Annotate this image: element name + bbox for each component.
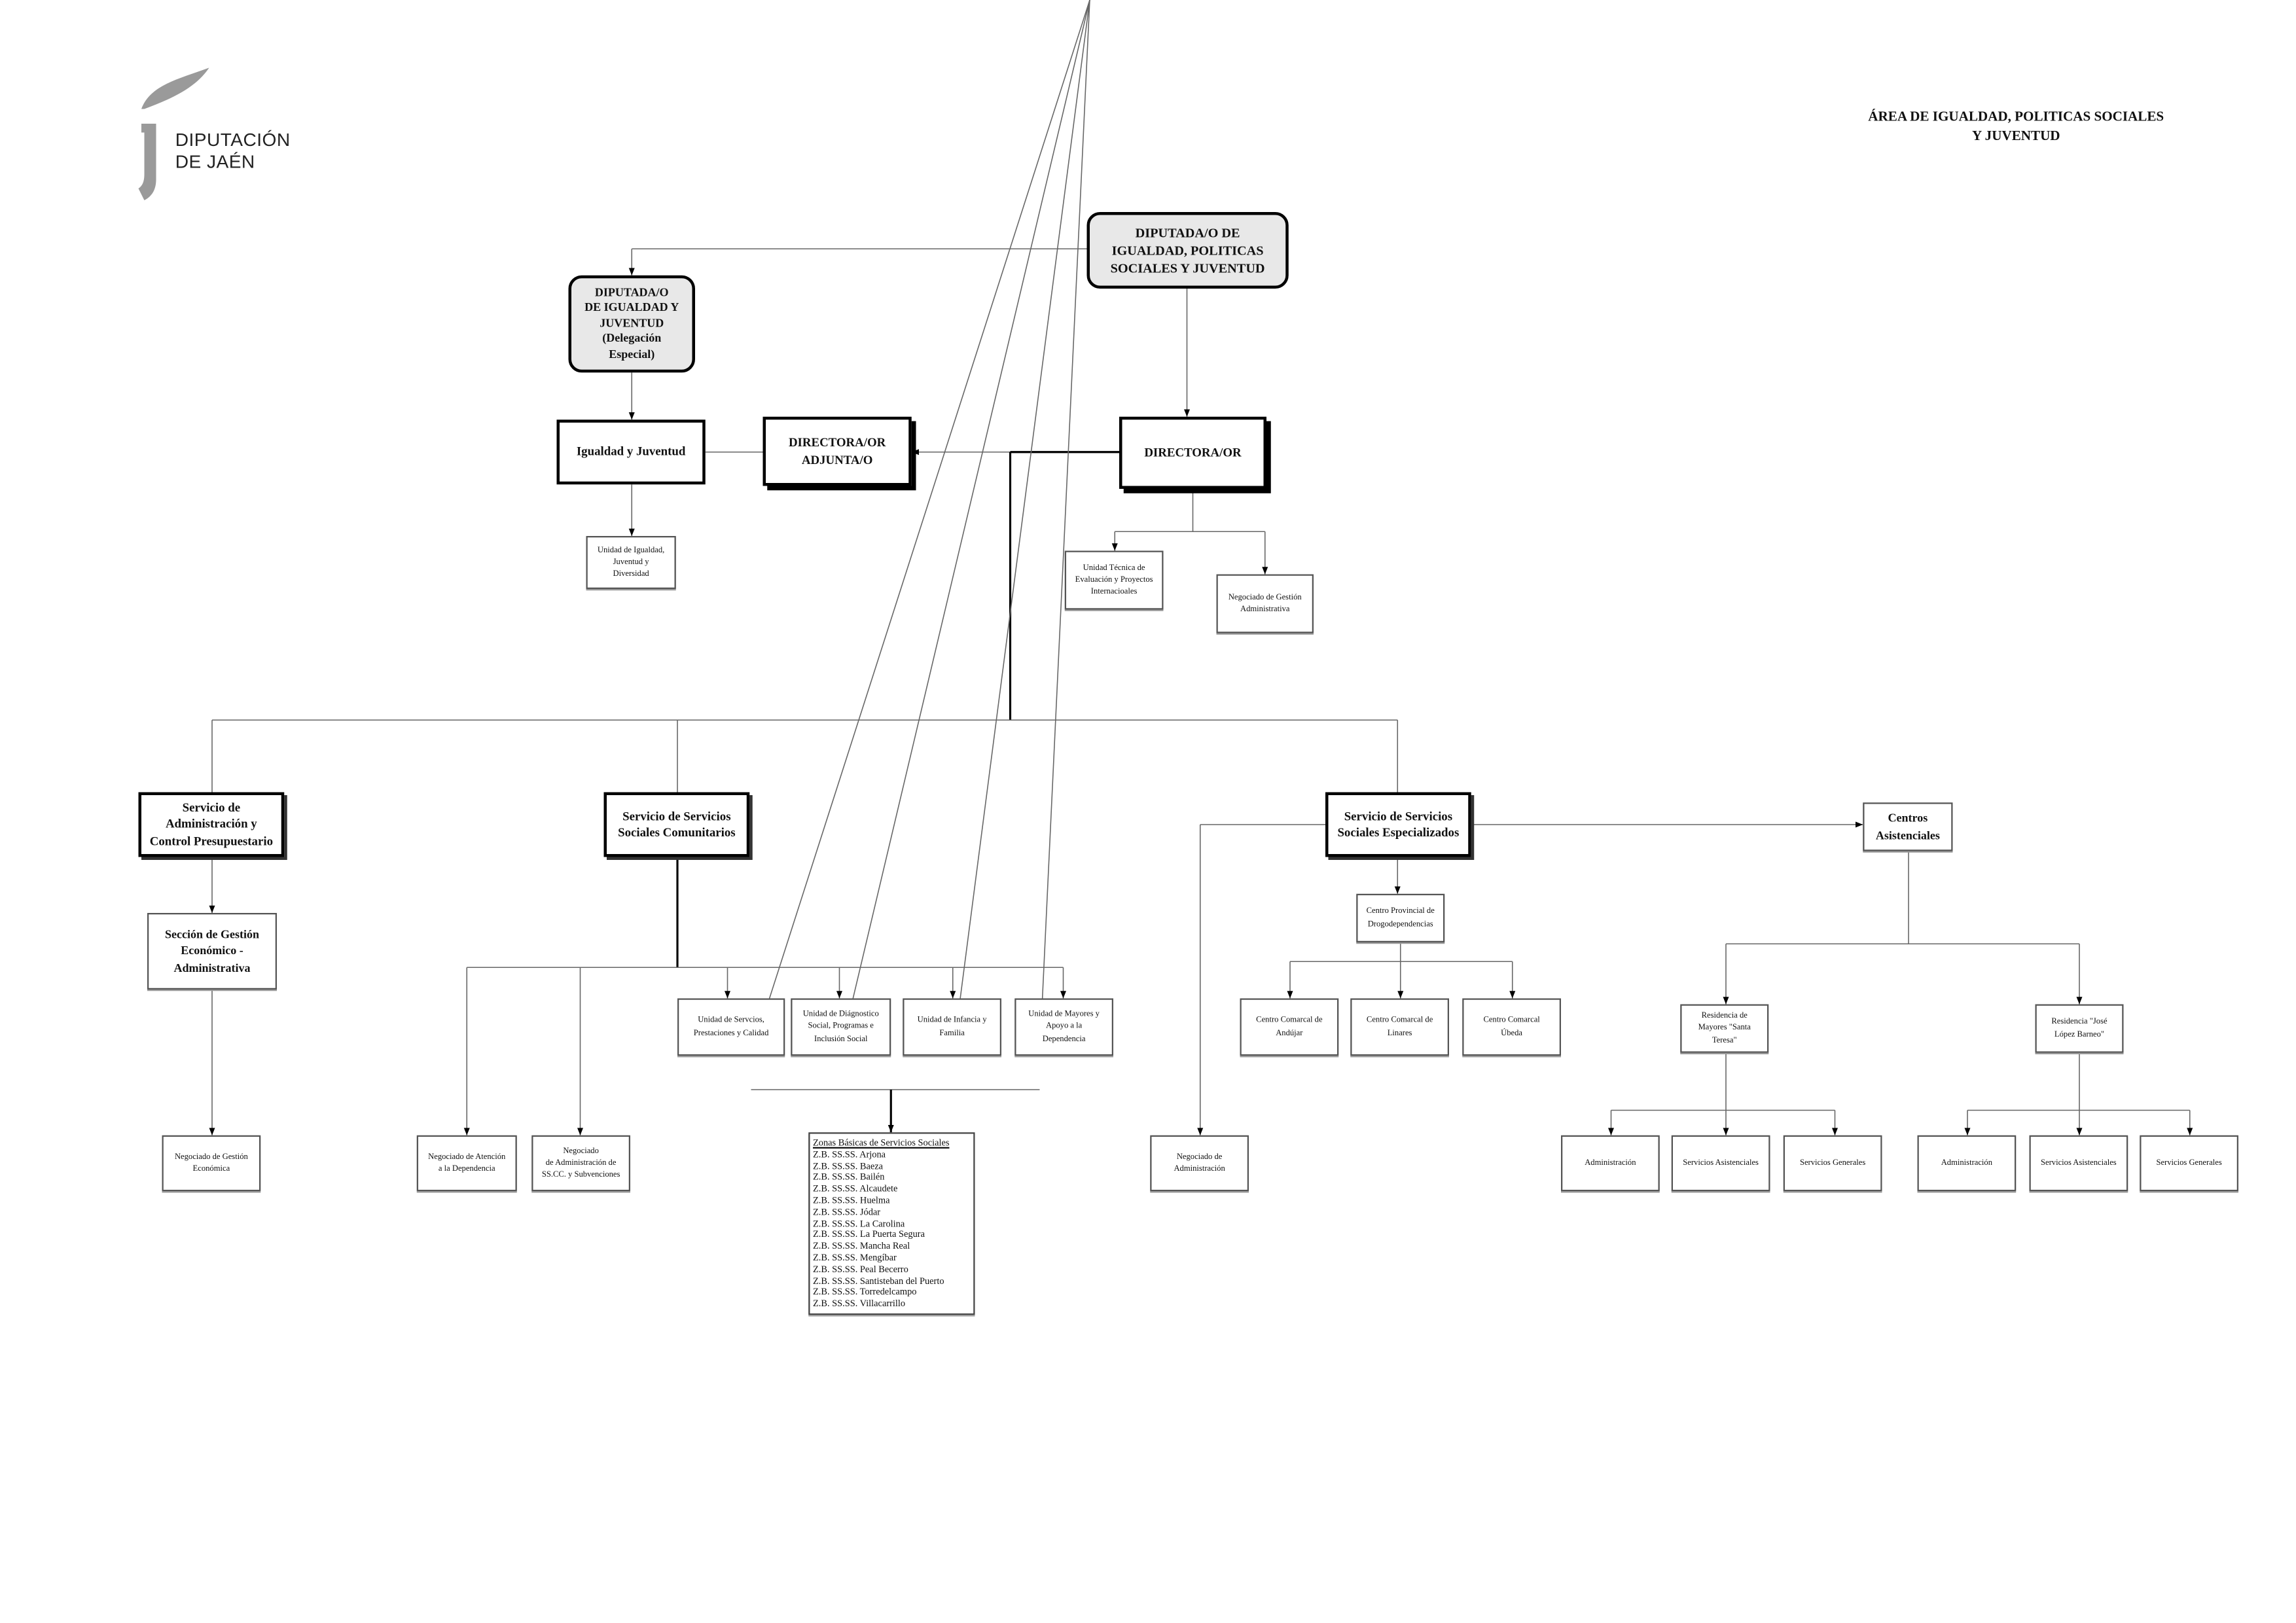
node-diputado-delegacion[interactable]: DIPUTADA/O DE IGUALDAD Y JUVENTUD (Deleg… xyxy=(568,275,695,373)
arrow-head-icon xyxy=(888,1125,894,1133)
node-st-asistenciales[interactable]: Servicios Asistenciales xyxy=(1671,1135,1770,1192)
arrow-head-icon xyxy=(628,528,635,536)
node-seccion-gestion[interactable]: Sección de Gestión Económico - Administr… xyxy=(147,913,277,990)
zona-item: Z.B. SS.SS. La Puerta Segura xyxy=(813,1230,925,1241)
arrow-head-icon xyxy=(1832,1128,1838,1135)
node-servicio-comunitarios[interactable]: Servicio de Servicios Sociales Comunitar… xyxy=(603,792,750,857)
arrow-head-icon xyxy=(1111,543,1118,551)
arrow-head-icon xyxy=(209,1128,215,1135)
logo-j-icon xyxy=(138,67,209,200)
node-directora-adjunta[interactable]: DIRECTORA/OR ADJUNTA/O xyxy=(762,416,912,486)
node-jl-generales[interactable]: Servicios Generales xyxy=(2140,1135,2238,1192)
arrow-head-icon xyxy=(1262,567,1268,575)
node-st-generales[interactable]: Servicios Generales xyxy=(1783,1135,1882,1192)
zona-item: Z.B. SS.SS. Mancha Real xyxy=(813,1241,910,1252)
node-negociado-atencion[interactable]: Negociado de Atención a la Dependencia xyxy=(416,1135,517,1192)
node-diputado-area[interactable]: DIPUTADA/O DE IGUALDAD, POLITICAS SOCIAL… xyxy=(1086,212,1289,289)
zona-item: Z.B. SS.SS. Baeza xyxy=(813,1161,884,1172)
arrow-head-icon xyxy=(1723,997,1729,1005)
node-servicio-especializados[interactable]: Servicio de Servicios Sociales Especiali… xyxy=(1325,792,1471,857)
arrow-head-icon xyxy=(1856,821,1863,828)
arrow-head-icon xyxy=(836,991,842,999)
zonas-title: Zonas Básicas de Servicios Sociales xyxy=(813,1138,950,1149)
arrow-head-icon xyxy=(1184,409,1190,417)
arrow-head-icon xyxy=(463,1128,470,1135)
arrow-head-icon xyxy=(2076,997,2083,1005)
node-st-administracion[interactable]: Administración xyxy=(1561,1135,1660,1192)
node-igualdad-juventud[interactable]: Igualdad y Juventud xyxy=(556,419,706,485)
zona-item: Z.B. SS.SS. Bailén xyxy=(813,1172,885,1183)
node-centro-drogodependencias[interactable]: Centro Provincial de Drogodependencias xyxy=(1356,893,1445,942)
node-unidad-diagnostico[interactable]: Unidad de Diágnostico Social, Programas … xyxy=(791,998,891,1056)
node-residencia-jose-lopez[interactable]: Residencia "José López Barneo" xyxy=(2035,1004,2124,1053)
arrow-head-icon xyxy=(1197,1128,1204,1135)
arrow-head-icon xyxy=(1287,991,1293,999)
arrow-head-icon xyxy=(1394,886,1401,894)
zona-item: Z.B. SS.SS. Arjona xyxy=(813,1149,886,1160)
node-residencia-santa-teresa[interactable]: Residencia de Mayores "Santa Teresa" xyxy=(1680,1004,1769,1053)
node-centros-asistenciales[interactable]: Centros Asistenciales xyxy=(1863,802,1953,851)
arrow-head-icon xyxy=(950,991,956,999)
zona-item: Z.B. SS.SS. Huelma xyxy=(813,1195,890,1206)
node-directora[interactable]: DIRECTORA/OR xyxy=(1119,416,1266,489)
node-centro-ubeda[interactable]: Centro Comarcal Úbeda xyxy=(1462,998,1561,1056)
node-unidad-mayores[interactable]: Unidad de Mayores y Apoyo a la Dependenc… xyxy=(1014,998,1113,1056)
connector-line xyxy=(952,0,1090,1056)
node-centro-linares[interactable]: Centro Comarcal de Linares xyxy=(1350,998,1449,1056)
connector-line xyxy=(750,0,1090,1056)
node-unidad-infancia[interactable]: Unidad de Infancia y Familia xyxy=(903,998,1001,1056)
arrow-head-icon xyxy=(209,905,215,913)
arrow-head-icon xyxy=(2187,1128,2193,1135)
arrow-head-icon xyxy=(725,991,730,999)
arrow-head-icon xyxy=(628,268,635,276)
zona-item: Z.B. SS.SS. Peal Becerro xyxy=(813,1264,908,1275)
node-negociado-ssc[interactable]: Negociado de Administración de SS.CC. y … xyxy=(531,1135,630,1192)
zona-item: Z.B. SS.SS. Jódar xyxy=(813,1207,881,1218)
zona-item: Z.B. SS.SS. Alcaudete xyxy=(813,1184,898,1195)
area-title-line-1: ÁREA DE IGUALDAD, POLITICAS SOCIALES xyxy=(1868,110,2164,126)
node-unidad-igualdad[interactable]: Unidad de Igualdad, Juventud y Diversida… xyxy=(586,536,676,589)
node-unidad-tecnica[interactable]: Unidad Técnica de Evaluación y Proyectos… xyxy=(1064,550,1164,610)
arrow-head-icon xyxy=(1608,1128,1614,1135)
arrow-head-icon xyxy=(628,412,635,420)
node-negociado-administracion[interactable]: Negociado de Administración xyxy=(1150,1135,1249,1192)
zona-item: Z.B. SS.SS. Santisteban del Puerto xyxy=(813,1275,944,1287)
logo-line-2: DE JAÉN xyxy=(175,151,255,173)
node-servicio-admin[interactable]: Servicio de Administración y Control Pre… xyxy=(138,792,285,857)
arrow-head-icon xyxy=(1397,991,1404,999)
node-unidad-servicios[interactable]: Unidad de Servcios, Prestaciones y Calid… xyxy=(677,998,785,1056)
zona-item: Z.B. SS.SS. Villacarrillo xyxy=(813,1298,906,1310)
zona-item: Z.B. SS.SS. La Carolina xyxy=(813,1219,905,1229)
zona-item: Z.B. SS.SS. Mengíbar xyxy=(813,1253,897,1264)
connector-line xyxy=(838,0,1090,1056)
zona-item: Z.B. SS.SS. Torredelcampo xyxy=(813,1287,917,1298)
arrow-head-icon xyxy=(2076,1128,2083,1135)
arrow-head-icon xyxy=(1723,1128,1729,1135)
node-jl-administracion[interactable]: Administración xyxy=(1917,1135,2017,1192)
zonas-basicas-list[interactable]: Zonas Básicas de Servicios Sociales Z.B.… xyxy=(808,1132,975,1315)
arrow-head-icon xyxy=(1060,991,1066,999)
connector-line xyxy=(1039,0,1090,1056)
node-centro-andujar[interactable]: Centro Comarcal de Andújar xyxy=(1240,998,1339,1056)
arrow-head-icon xyxy=(1509,991,1516,999)
node-jl-asistenciales[interactable]: Servicios Asistenciales xyxy=(2029,1135,2128,1192)
arrow-head-icon xyxy=(577,1128,583,1135)
node-negociado-gestion-admin[interactable]: Negociado de Gestión Administrativa xyxy=(1216,574,1314,633)
node-negociado-economica[interactable]: Negociado de Gestión Económica xyxy=(162,1135,261,1192)
arrow-head-icon xyxy=(911,449,919,455)
logo-line-1: DIPUTACIÓN xyxy=(175,130,291,151)
area-title-line-2: Y JUVENTUD xyxy=(1971,130,2060,145)
arrow-head-icon xyxy=(1964,1128,1971,1135)
